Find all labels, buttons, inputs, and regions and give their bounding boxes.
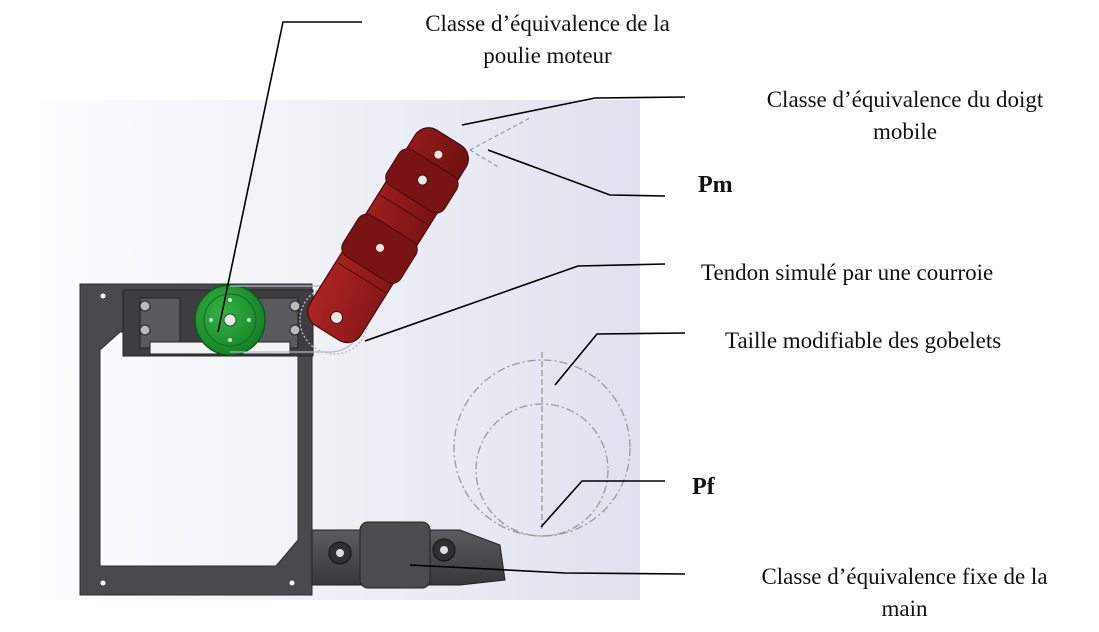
label-tendon: Tendon simulé par une courroie bbox=[701, 260, 994, 285]
leader-finger bbox=[461, 96, 686, 126]
motor-pulley bbox=[194, 284, 266, 356]
leader-pm bbox=[487, 149, 666, 197]
label-fixed-hand: Classe d’équivalence fixe de la main bbox=[712, 561, 1097, 625]
label-mobile-finger: Classe d’équivalence du doigt mobile bbox=[720, 84, 1090, 148]
leader-motor-pulley bbox=[217, 21, 362, 333]
leader-tendon bbox=[364, 263, 666, 342]
label-mobile-finger-line2: mobile bbox=[873, 119, 937, 144]
fingertip-construction bbox=[469, 117, 531, 169]
label-pf: Pf bbox=[692, 474, 715, 500]
label-motor-pulley-line1: Classe d’équivalence de la bbox=[425, 11, 670, 36]
label-fixed-hand-line2: main bbox=[881, 596, 928, 621]
label-cups: Taille modifiable des gobelets bbox=[725, 328, 1002, 353]
leader-cups bbox=[554, 332, 686, 386]
mobile-finger bbox=[307, 127, 469, 344]
label-fixed-hand-line1: Classe d’équivalence fixe de la bbox=[761, 564, 1048, 589]
leader-pf bbox=[540, 480, 665, 528]
leader-fixed bbox=[409, 564, 686, 575]
label-pm: Pm bbox=[698, 172, 733, 198]
render-background bbox=[0, 100, 640, 600]
leader-lines bbox=[217, 21, 686, 575]
label-motor-pulley: Classe d’équivalence de la poulie moteur bbox=[380, 8, 715, 72]
fixed-finger bbox=[311, 521, 506, 589]
label-motor-pulley-line2: poulie moteur bbox=[483, 43, 612, 68]
label-mobile-finger-line1: Classe d’équivalence du doigt bbox=[766, 87, 1044, 112]
cup-circles bbox=[453, 352, 631, 537]
